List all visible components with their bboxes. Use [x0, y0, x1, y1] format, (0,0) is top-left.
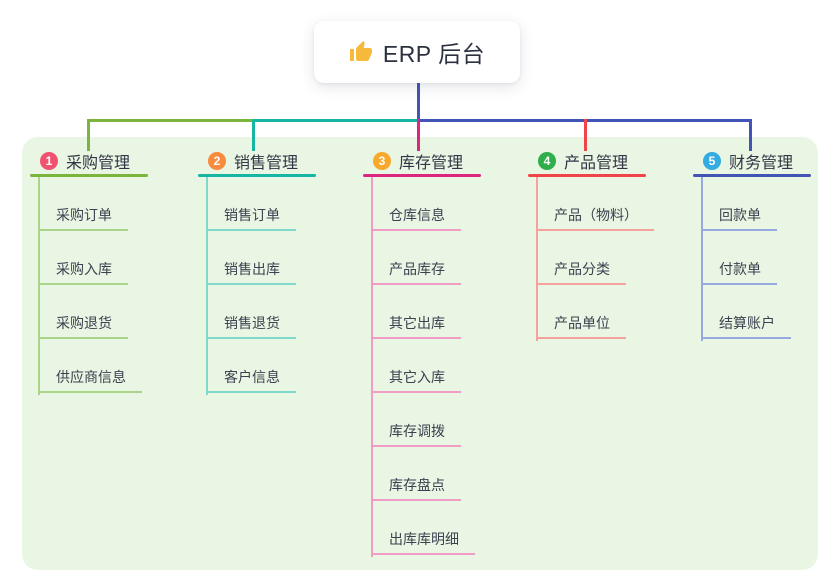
child-node-row: 产品分类	[528, 231, 646, 285]
branch-drop-line-2	[252, 119, 255, 151]
branch-4: 4 产品管理产品（物料） 产品分类产品单位	[528, 148, 654, 341]
children-connector-line	[701, 177, 703, 341]
children-connector-line	[206, 177, 208, 395]
child-node[interactable]: 产品（物料）	[536, 208, 654, 231]
children-connector-line	[371, 177, 373, 557]
branch-underline	[693, 174, 811, 177]
branch-children: 仓库信息产品库存其它出库其它入库库存调拨库存盘点出库库明细	[363, 177, 481, 557]
bus-segment-1	[87, 119, 252, 122]
child-node[interactable]: 销售订单	[206, 208, 296, 231]
branch-2: 2 销售管理销售订单销售出库销售退货客户信息	[198, 148, 316, 395]
child-node-row: 库存调拨	[363, 393, 481, 447]
branch-1-heading[interactable]: 1 采购管理	[30, 148, 148, 174]
child-node[interactable]: 结算账户	[701, 316, 791, 339]
child-node-row: 销售出库	[198, 231, 316, 285]
child-node[interactable]: 采购订单	[38, 208, 128, 231]
child-node[interactable]: 库存调拨	[371, 424, 461, 447]
root-connector-line	[417, 83, 420, 122]
branch-5-heading[interactable]: 5 财务管理	[693, 148, 811, 174]
child-node-row: 采购订单	[30, 177, 148, 231]
child-node[interactable]: 客户信息	[206, 370, 296, 393]
child-node[interactable]: 其它出库	[371, 316, 461, 339]
child-node-row: 回款单	[693, 177, 811, 231]
child-node[interactable]: 产品单位	[536, 316, 626, 339]
thumbs-up-icon	[349, 40, 373, 64]
child-node[interactable]: 其它入库	[371, 370, 461, 393]
child-node[interactable]: 付款单	[701, 262, 777, 285]
branch-children: 销售订单销售出库销售退货客户信息	[198, 177, 316, 395]
branch-label: 财务管理	[729, 155, 794, 172]
branches-panel	[22, 137, 818, 570]
branch-label: 销售管理	[234, 155, 299, 172]
child-node-row: 仓库信息	[363, 177, 481, 231]
child-node[interactable]: 出库库明细	[371, 532, 475, 555]
child-node-row: 销售订单	[198, 177, 316, 231]
child-node-row: 付款单	[693, 231, 811, 285]
child-node-row: 销售退货	[198, 285, 316, 339]
branch-number-badge: 5	[703, 152, 721, 170]
branch-5: 5 财务管理回款单付款单结算账户	[693, 148, 811, 341]
branch-underline	[528, 174, 646, 177]
child-node-row: 其它入库	[363, 339, 481, 393]
child-node-row: 结算账户	[693, 285, 811, 339]
branch-underline	[30, 174, 148, 177]
branch-children: 采购订单采购入库采购退货供应商信息	[30, 177, 148, 395]
child-node[interactable]: 供应商信息	[38, 370, 142, 393]
branch-label: 产品管理	[564, 155, 629, 172]
bus-segment-2	[252, 119, 417, 122]
children-connector-line	[536, 177, 538, 341]
branch-1: 1 采购管理采购订单采购入库采购退货供应商信息	[30, 148, 148, 395]
branch-underline	[363, 174, 481, 177]
child-node[interactable]: 库存盘点	[371, 478, 461, 501]
root-node[interactable]: ERP 后台	[314, 21, 520, 83]
children-connector-line	[38, 177, 40, 395]
child-node[interactable]: 采购入库	[38, 262, 128, 285]
child-node-row: 出库库明细	[363, 501, 481, 555]
branch-2-heading[interactable]: 2 销售管理	[198, 148, 316, 174]
child-node-row: 库存盘点	[363, 447, 481, 501]
child-node[interactable]: 销售出库	[206, 262, 296, 285]
branch-drop-line-3	[417, 119, 420, 151]
child-node-row: 产品（物料）	[528, 177, 654, 231]
child-node-row: 产品单位	[528, 285, 646, 339]
branch-number-badge: 4	[538, 152, 556, 170]
child-node-row: 产品库存	[363, 231, 481, 285]
branch-drop-line-4	[584, 119, 587, 151]
branch-number-badge: 1	[40, 152, 58, 170]
branch-number-badge: 2	[208, 152, 226, 170]
branch-3-heading[interactable]: 3 库存管理	[363, 148, 481, 174]
child-node[interactable]: 产品分类	[536, 262, 626, 285]
child-node[interactable]: 销售退货	[206, 316, 296, 339]
branch-drop-line-1	[87, 119, 90, 151]
child-node[interactable]: 回款单	[701, 208, 777, 231]
branch-label: 采购管理	[66, 155, 131, 172]
child-node-row: 采购退货	[30, 285, 148, 339]
branch-number-badge: 3	[373, 152, 391, 170]
branch-label: 库存管理	[399, 155, 464, 172]
branch-underline	[198, 174, 316, 177]
child-node[interactable]: 采购退货	[38, 316, 128, 339]
child-node-row: 采购入库	[30, 231, 148, 285]
child-node-row: 供应商信息	[30, 339, 148, 393]
branch-4-heading[interactable]: 4 产品管理	[528, 148, 646, 174]
root-title: ERP 后台	[382, 41, 486, 67]
branch-3: 3 库存管理仓库信息产品库存其它出库其它入库库存调拨库存盘点出库库明细	[363, 148, 481, 557]
child-node[interactable]: 仓库信息	[371, 208, 461, 231]
child-node-row: 其它出库	[363, 285, 481, 339]
child-node-row: 客户信息	[198, 339, 316, 393]
branch-children: 产品（物料） 产品分类产品单位	[528, 177, 654, 341]
child-node[interactable]: 产品库存	[371, 262, 461, 285]
branch-children: 回款单付款单结算账户	[693, 177, 811, 341]
branch-drop-line-5	[749, 119, 752, 151]
